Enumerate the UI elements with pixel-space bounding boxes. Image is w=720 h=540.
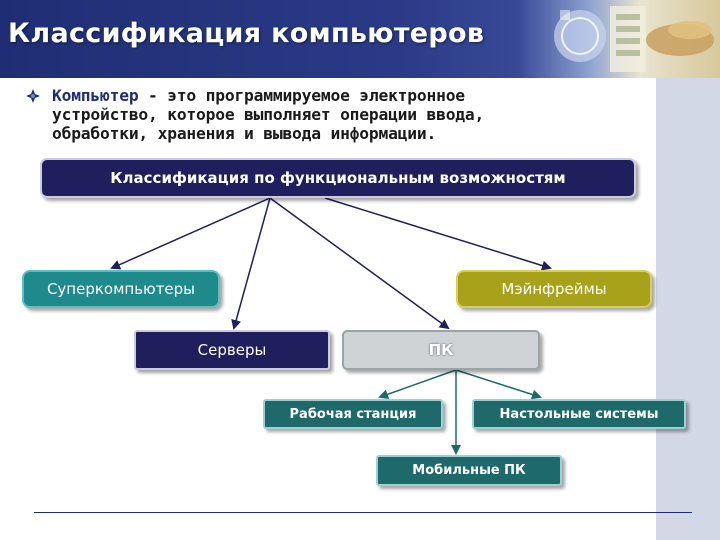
node-pc: ПК (342, 330, 540, 370)
definition-term: Компьютер (52, 86, 139, 105)
node-workstation: Рабочая станция (263, 399, 443, 429)
node-supercomputers: Суперкомпьютеры (22, 270, 220, 308)
arrow-to-desktop (455, 369, 542, 400)
header-photo (520, 0, 720, 78)
definition-line-3: обработки, хранения и вывода информации. (52, 124, 437, 143)
right-side-band (656, 78, 720, 540)
arrow-to-mainframes (324, 197, 552, 271)
node-mainframes: Мэйнфреймы (456, 270, 652, 308)
definition-line-2: устройство, которое выполняет операции в… (52, 105, 485, 124)
page-title: Классификация компьютеров (8, 18, 485, 49)
header-bar: Классификация компьютеров (0, 0, 720, 78)
definition-rest: - это программируемое электронное (138, 86, 465, 105)
node-desktop-systems: Настольные системы (472, 399, 686, 429)
diamond-bullet-icon (26, 89, 40, 103)
arrow-to-servers (231, 197, 271, 330)
arrow-to-workstation (378, 369, 457, 400)
definition-text: Компьютер - это программируемое электрон… (52, 86, 652, 143)
node-servers: Серверы (134, 330, 330, 370)
definition-line-1: Компьютер - это программируемое электрон… (52, 86, 652, 105)
node-mobile-pc: Мобильные ПК (376, 455, 562, 486)
root-node: Классификация по функциональным возможно… (40, 158, 636, 198)
bottom-divider (34, 512, 692, 513)
arrow-to-supercomputers (110, 197, 271, 270)
arrow-to-pc (269, 197, 450, 330)
